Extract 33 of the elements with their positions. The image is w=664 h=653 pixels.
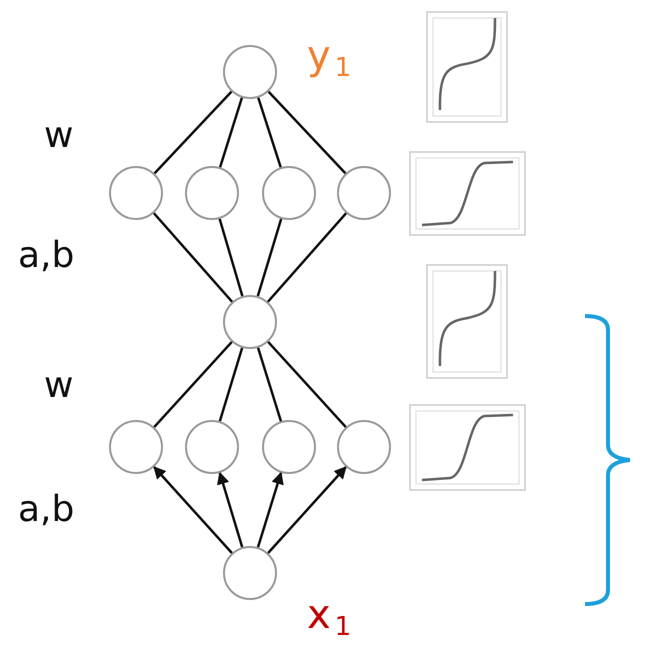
arrow xyxy=(256,472,284,548)
connection-line xyxy=(218,97,244,168)
circle-node xyxy=(109,420,163,474)
circle-node xyxy=(337,166,391,220)
variable-label: x$_{1}$ xyxy=(307,595,352,640)
parameter-label: a,b xyxy=(18,238,74,274)
connection-line xyxy=(256,347,282,422)
circle-node xyxy=(223,295,277,349)
connection-line xyxy=(256,218,282,297)
circle-node xyxy=(185,166,239,220)
connection-line xyxy=(267,341,347,428)
parameter-label: a,b xyxy=(18,492,74,528)
circle-node xyxy=(223,45,277,99)
parameter-label: w xyxy=(44,368,74,404)
variable-label: y$_{1}$ xyxy=(307,36,352,80)
circle-node xyxy=(223,546,277,600)
connection-line xyxy=(152,212,234,303)
connection-line xyxy=(153,341,233,428)
arrow xyxy=(267,466,347,554)
connection-line xyxy=(218,347,244,422)
parameter-label: w xyxy=(44,118,74,154)
arrow xyxy=(153,466,233,554)
circle-node xyxy=(262,166,316,220)
circle-node xyxy=(109,166,163,220)
connection-line xyxy=(266,212,348,303)
connection-line xyxy=(257,97,282,168)
circle-node xyxy=(262,420,316,474)
arrow xyxy=(217,472,244,548)
connection-line xyxy=(268,90,346,174)
circle-node xyxy=(337,420,391,474)
circle-node xyxy=(185,420,239,474)
connection-line xyxy=(218,218,244,296)
connection-line xyxy=(154,90,232,174)
